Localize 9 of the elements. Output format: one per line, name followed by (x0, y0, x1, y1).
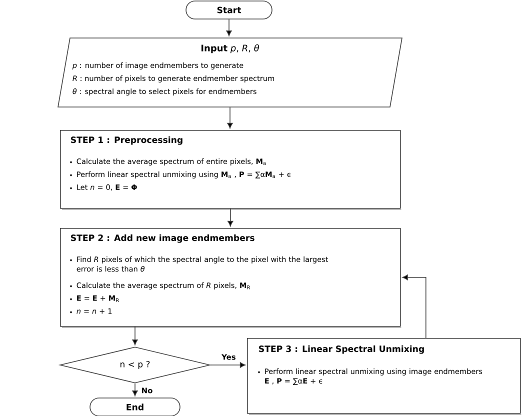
arrow (210, 362, 246, 368)
arrow (132, 383, 138, 396)
arrow (402, 274, 426, 338)
terminal-box: End (90, 398, 180, 416)
arrow (132, 326, 138, 346)
arrow (226, 19, 232, 36)
arrow (228, 208, 234, 227)
terminal-box: Start (186, 0, 272, 20)
arrow (227, 107, 233, 129)
